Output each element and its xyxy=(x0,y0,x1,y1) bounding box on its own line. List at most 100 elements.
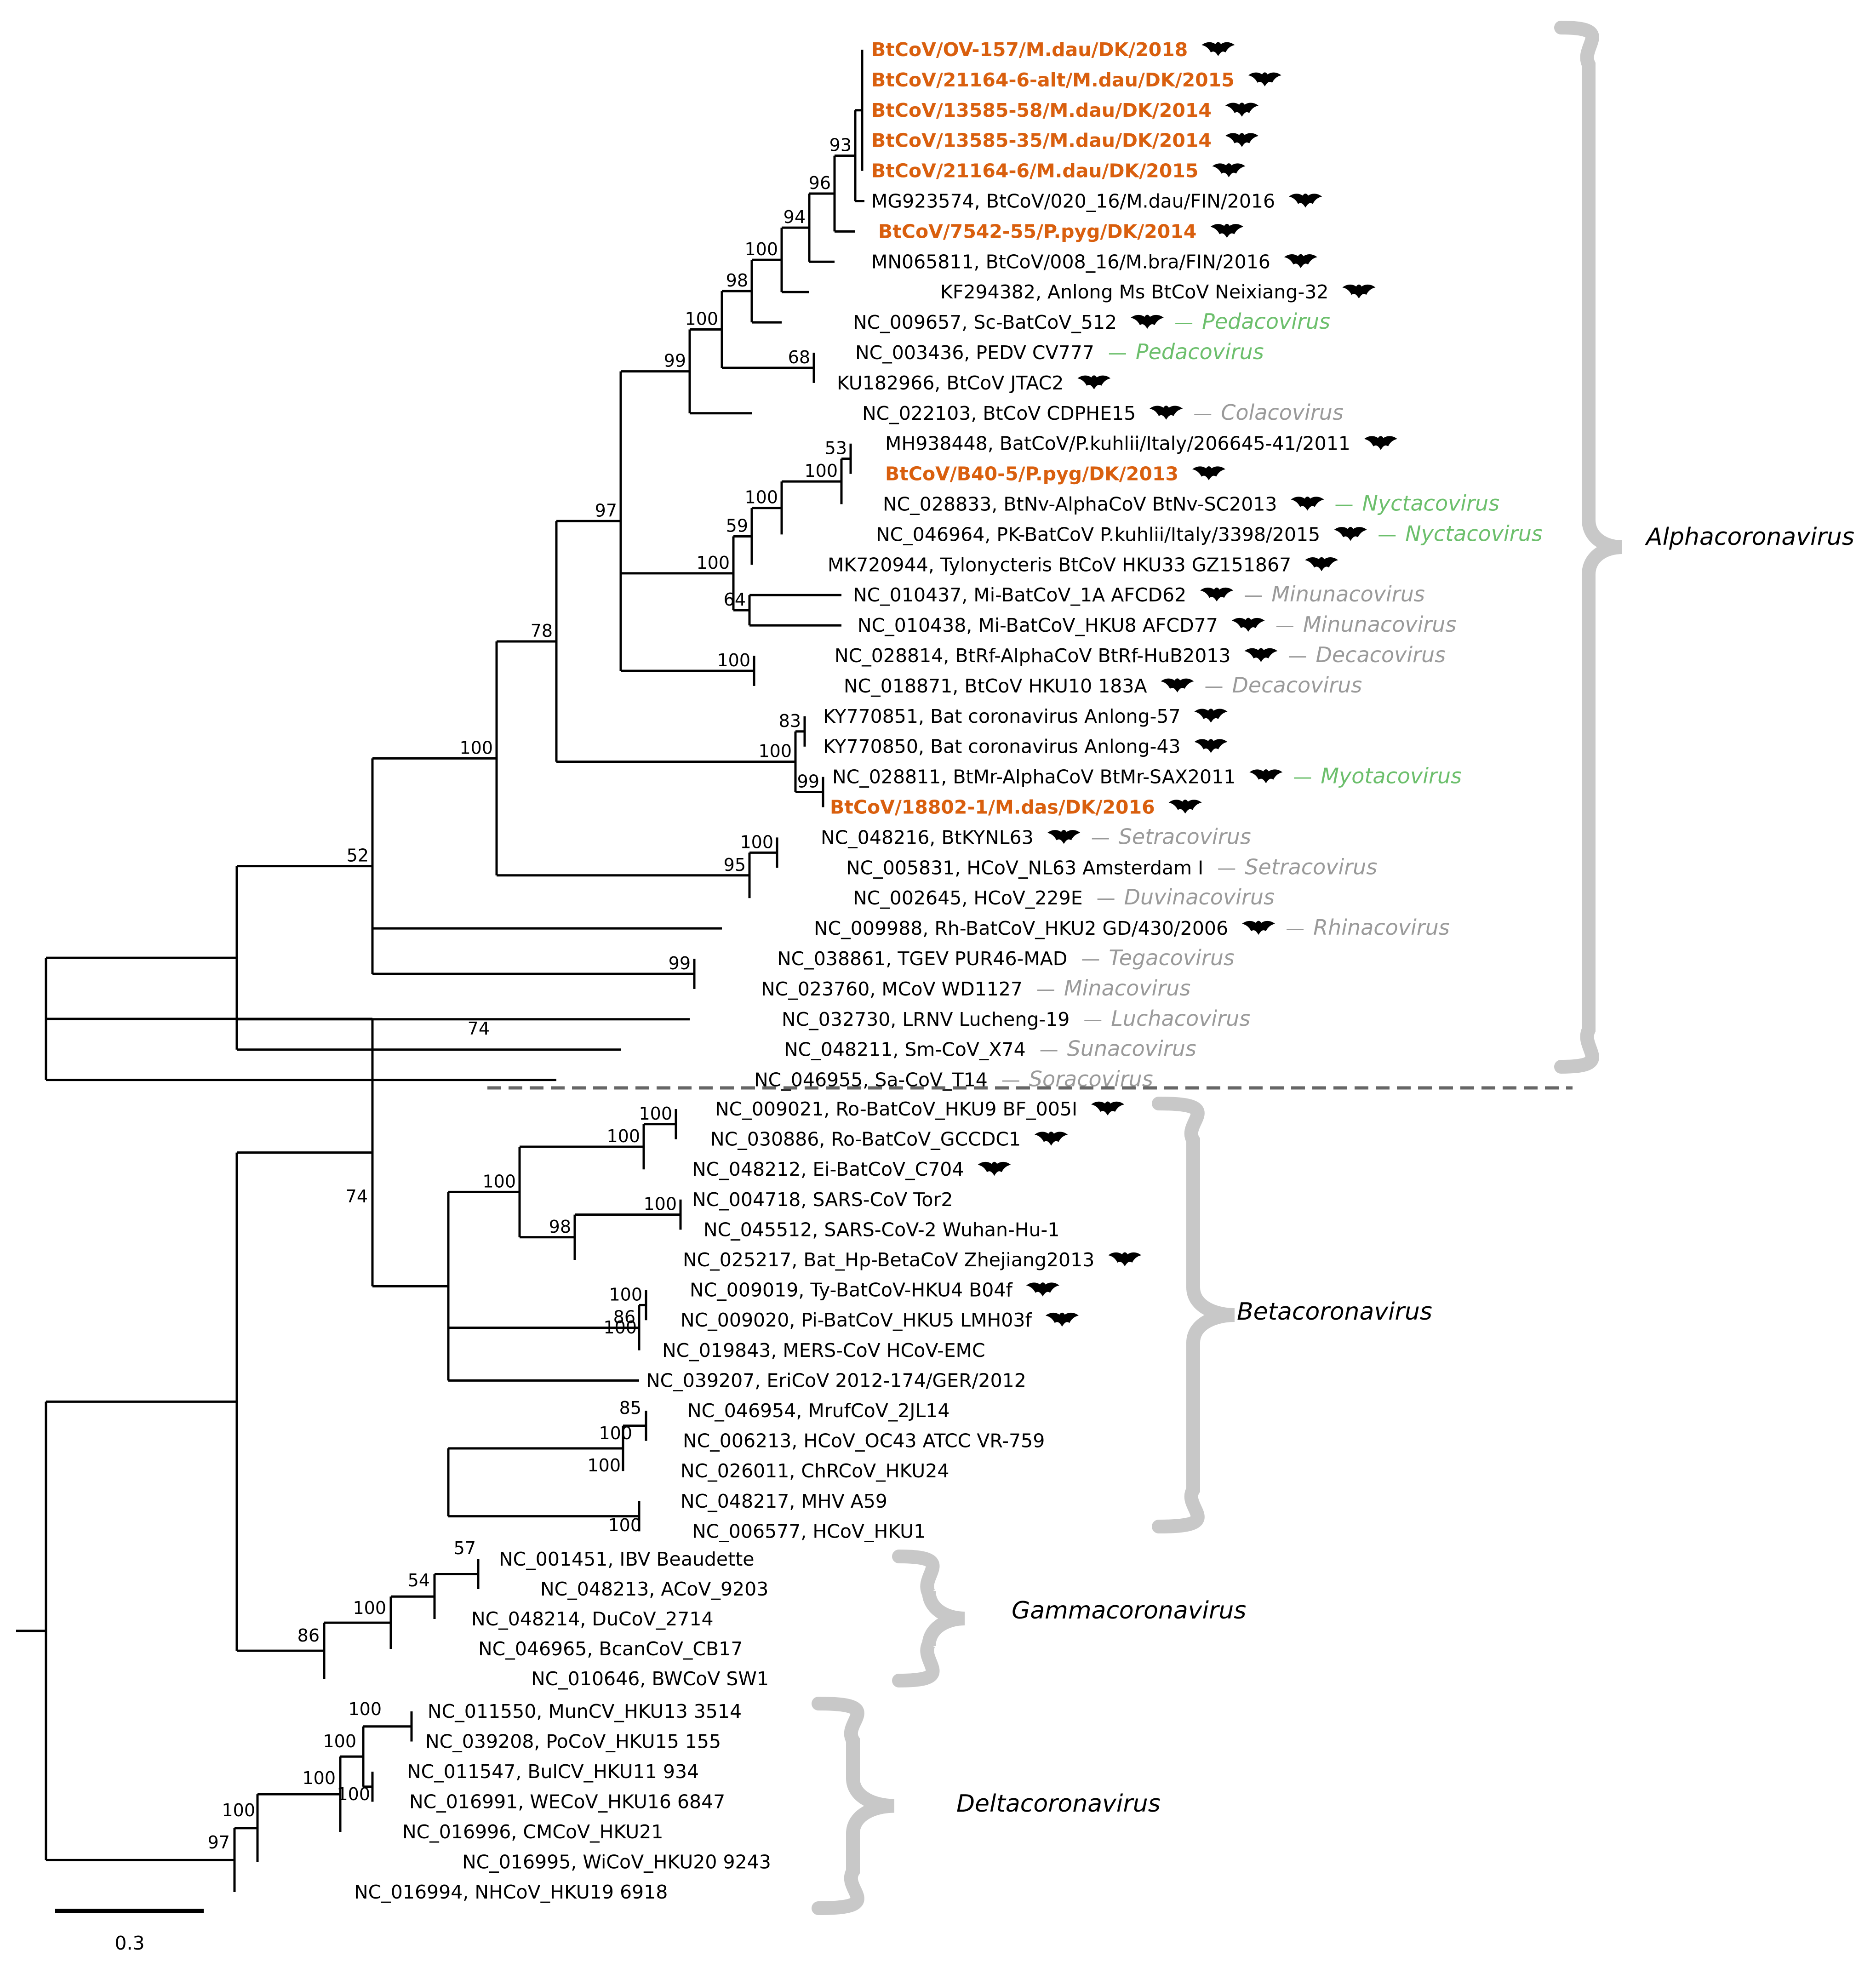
tip-label: MN065811, BtCoV/008_16/M.bra/FIN/2016 xyxy=(871,251,1270,273)
tip-label: NC_032730, LRNV Lucheng-19 xyxy=(782,1008,1070,1030)
tip-label: BtCoV/18802-1/M.das/DK/2016 xyxy=(830,796,1155,818)
tip-label: NC_002645, HCoV_229E xyxy=(853,887,1083,909)
bat-icon-shape xyxy=(1047,829,1081,844)
genus-dash: — xyxy=(1335,493,1354,515)
tip-label: BtCoV/7542-55/P.pyg/DK/2014 xyxy=(878,220,1196,242)
genus-label: Sunacovirus xyxy=(1067,1036,1196,1061)
bat-icon xyxy=(1026,1282,1059,1297)
genus-label: Nyctacovirus xyxy=(1362,491,1500,516)
bat-icon-shape xyxy=(1248,72,1281,86)
tip-label: NC_039208, PoCoV_HKU15 155 xyxy=(425,1731,721,1753)
tip-label: NC_001451, IBV Beaudette xyxy=(499,1548,755,1570)
scale-bar: 0.3 xyxy=(55,1909,204,1954)
bat-icon xyxy=(1291,497,1324,511)
alpha-bracket xyxy=(1554,21,1622,1074)
bat-icon-shape xyxy=(1108,1252,1142,1266)
tip-label: NC_016995, WiCoV_HKU20 9243 xyxy=(462,1851,771,1873)
bat-icon-shape xyxy=(1026,1282,1059,1297)
support-value: 100 xyxy=(608,1515,641,1535)
tip-label: NC_006577, HCoV_HKU1 xyxy=(692,1520,926,1542)
tip-label: MH938448, BatCoV/P.kuhlii/Italy/206645-4… xyxy=(885,433,1350,455)
bat-icon xyxy=(1225,133,1258,147)
bat-icon-shape xyxy=(1284,254,1317,269)
genus-dash: — xyxy=(1244,584,1263,606)
tip-label: NC_046965, BcanCoV_CB17 xyxy=(478,1638,743,1660)
bat-icon-shape xyxy=(1231,618,1265,632)
bat-icon xyxy=(1047,829,1081,844)
genus-label: Colacovirus xyxy=(1221,400,1344,425)
genus-label: Decacovirus xyxy=(1315,642,1446,667)
tip-label: NC_011547, BulCV_HKU11 934 xyxy=(407,1761,699,1783)
support-value: 100 xyxy=(744,487,778,508)
tip-label: KF294382, Anlong Ms BtCoV Neixiang-32 xyxy=(940,281,1328,303)
bat-icon-shape xyxy=(1091,1101,1125,1115)
tip-label: NC_003436, PEDV CV777 xyxy=(855,342,1094,364)
bat-icon xyxy=(1249,769,1283,784)
genus-label: Nyctacovirus xyxy=(1405,521,1543,546)
tip-label: NC_030886, Ro-BatCoV_GCCDC1 xyxy=(710,1128,1021,1150)
support-value: 100 xyxy=(599,1423,632,1443)
tip-label: KY770851, Bat coronavirus Anlong-57 xyxy=(823,705,1181,727)
tip-label: NC_009657, Sc-BatCoV_512 xyxy=(853,311,1117,333)
tip-label: NC_048217, MHV A59 xyxy=(681,1490,887,1512)
genus-dash: — xyxy=(1378,523,1396,545)
bat-icon-shape xyxy=(1150,406,1183,420)
tip-label: NC_009021, Ro-BatCoV_HKU9 BF_005I xyxy=(715,1098,1077,1120)
bat-icon xyxy=(1305,557,1338,572)
bat-icon xyxy=(1201,42,1235,56)
genus-label: Luchacovirus xyxy=(1111,1006,1250,1031)
bat-icon xyxy=(1200,587,1234,602)
bat-icon xyxy=(1242,921,1275,935)
bat-icon xyxy=(1108,1252,1142,1266)
genus-dash: — xyxy=(1108,342,1127,364)
family-labels: AlphacoronavirusBetacoronavirusGammacoro… xyxy=(956,523,1854,1818)
support-value: 100 xyxy=(353,1598,386,1618)
tip-label: NC_048216, BtKYNL63 xyxy=(821,826,1034,848)
genus-dash: — xyxy=(1081,948,1100,970)
tip-label: NC_046964, PK-BatCoV P.kuhlii/Italy/3398… xyxy=(876,523,1320,545)
tip-label: NC_010646, BWCoV SW1 xyxy=(531,1668,769,1690)
tip-label: MK720944, Tylonycteris BtCoV HKU33 GZ151… xyxy=(828,554,1291,576)
genus-label: Minunacovirus xyxy=(1303,612,1457,637)
tip-label: NC_022103, BtCoV CDPHE15 xyxy=(862,402,1136,424)
tip-labels: BtCoV/OV-157/M.dau/DK/2018BtCoV/21164-6-… xyxy=(354,39,1543,1903)
bat-icon xyxy=(1161,678,1194,692)
bat-icon xyxy=(1168,800,1202,814)
bat-icon xyxy=(1212,163,1246,177)
genus-dash: — xyxy=(1193,402,1212,424)
tip-label: BtCoV/B40-5/P.pyg/DK/2013 xyxy=(885,463,1178,485)
tip-label: NC_048211, Sm-CoV_X74 xyxy=(784,1039,1026,1061)
support-value: 100 xyxy=(323,1731,356,1751)
genus-label: Minunacovirus xyxy=(1271,582,1425,606)
support-value: 86 xyxy=(297,1625,320,1646)
bat-icon-shape xyxy=(1168,800,1202,814)
tip-label: NC_019843, MERS-CoV HCoV-EMC xyxy=(662,1339,985,1361)
genus-label: Myotacovirus xyxy=(1321,764,1462,789)
bat-icon-shape xyxy=(1242,921,1275,935)
genus-dash: — xyxy=(1217,857,1236,879)
tip-label: NC_025217, Bat_Hp-BetaCoV Zhejiang2013 xyxy=(683,1249,1094,1271)
tip-label: NC_039207, EriCoV 2012-174/GER/2012 xyxy=(646,1369,1026,1391)
support-value: 100 xyxy=(740,832,773,852)
support-value: 100 xyxy=(717,650,750,670)
bat-icon-shape xyxy=(1364,436,1397,450)
support-value: 57 xyxy=(454,1538,476,1558)
support-value: 99 xyxy=(664,351,686,371)
support-value: 74 xyxy=(346,1186,368,1207)
genus-dash: — xyxy=(1286,917,1304,939)
bat-icon xyxy=(1131,315,1164,329)
bat-icon-shape xyxy=(1194,739,1228,753)
tip-label: NC_004718, SARS-CoV Tor2 xyxy=(692,1189,953,1211)
support-value: 53 xyxy=(825,438,847,458)
support-value: 59 xyxy=(726,516,748,536)
support-value: 95 xyxy=(724,855,746,875)
support-value: 98 xyxy=(549,1217,571,1237)
support-value: 74 xyxy=(468,1018,490,1039)
bat-icon-shape xyxy=(1249,769,1283,784)
tip-label: NC_016996, CMCoV_HKU21 xyxy=(402,1821,663,1843)
bat-icon xyxy=(1364,436,1397,450)
bat-icon xyxy=(1077,375,1111,389)
tip-label: NC_009019, Ty-BatCoV-HKU4 B04f xyxy=(690,1279,1013,1301)
support-value: 100 xyxy=(587,1455,621,1476)
